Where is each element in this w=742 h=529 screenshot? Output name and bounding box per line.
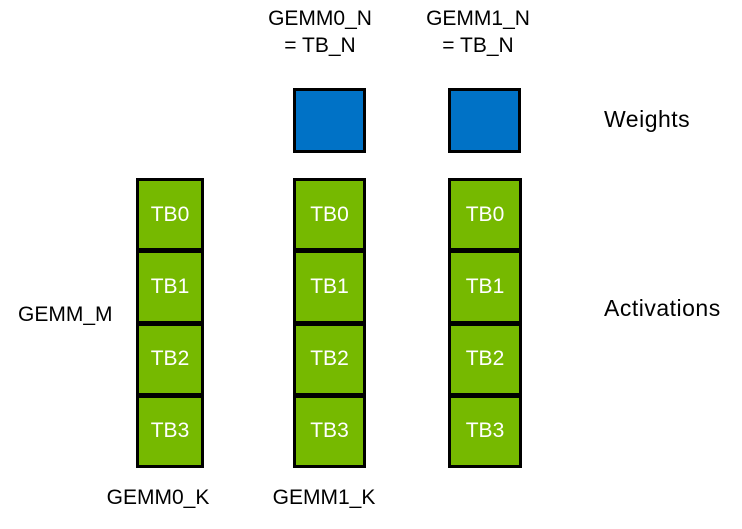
tb-block: TB3 bbox=[448, 394, 522, 468]
weights-block-1 bbox=[448, 88, 521, 153]
tb-block: TB0 bbox=[136, 178, 204, 252]
weights-label: Weights bbox=[604, 106, 691, 132]
gemm-m-label: GEMM_M bbox=[18, 303, 113, 326]
tb-block: TB3 bbox=[293, 394, 366, 468]
tb-block: TB2 bbox=[448, 322, 522, 396]
gemm0-n-label: GEMM0_N = TB_N bbox=[242, 5, 398, 59]
activations-column-0: TB0 TB1 TB2 TB3 bbox=[136, 178, 204, 468]
activations-label: Activations bbox=[604, 295, 721, 321]
gemm0-n-label-line1: GEMM0_N bbox=[268, 7, 372, 30]
gemm1-n-label-line1: GEMM1_N bbox=[426, 7, 530, 30]
weights-block-0 bbox=[293, 88, 366, 153]
tb-block: TB1 bbox=[293, 250, 366, 324]
activations-column-1: TB0 TB1 TB2 TB3 bbox=[293, 178, 366, 468]
tb-block: TB0 bbox=[293, 178, 366, 252]
tb-block: TB2 bbox=[136, 322, 204, 396]
gemm1-n-label: GEMM1_N = TB_N bbox=[400, 5, 556, 59]
tb-block: TB3 bbox=[136, 394, 204, 468]
tb-block: TB1 bbox=[448, 250, 522, 324]
gemm1-k-label: GEMM1_K bbox=[272, 486, 376, 509]
tb-block: TB0 bbox=[448, 178, 522, 252]
gemm0-n-label-line2: = TB_N bbox=[284, 34, 356, 57]
tb-block: TB2 bbox=[293, 322, 366, 396]
tb-block: TB1 bbox=[136, 250, 204, 324]
gemm1-n-label-line2: = TB_N bbox=[442, 34, 514, 57]
activations-column-2: TB0 TB1 TB2 TB3 bbox=[448, 178, 522, 468]
gemm0-k-label: GEMM0_K bbox=[106, 486, 210, 509]
